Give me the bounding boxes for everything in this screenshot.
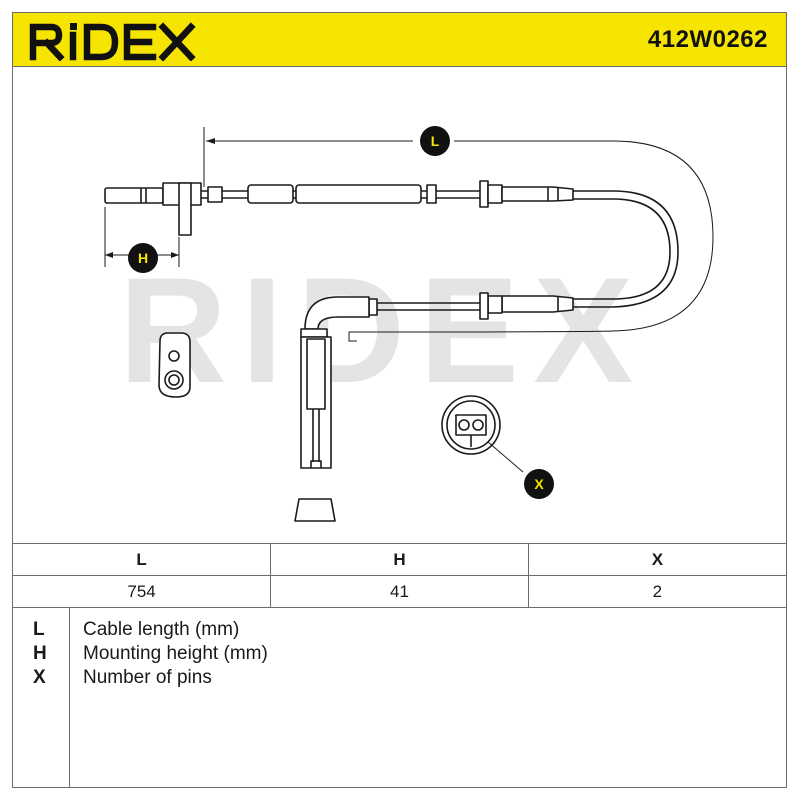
legend-divider bbox=[69, 607, 70, 787]
product-sheet: 412W0262 RIDEX bbox=[12, 12, 787, 788]
marker-x: X bbox=[524, 469, 554, 499]
spec-value-row: 754 41 2 bbox=[13, 575, 786, 608]
legend-key: H bbox=[33, 643, 47, 664]
col-header-l: L bbox=[13, 543, 272, 576]
marker-l: L bbox=[420, 126, 450, 156]
value-h: 41 bbox=[270, 575, 529, 608]
value-l: 754 bbox=[13, 575, 272, 608]
value-x: 2 bbox=[528, 575, 786, 608]
watermark: RIDEX bbox=[119, 246, 647, 414]
technical-drawing: RIDEX bbox=[104, 126, 714, 522]
legend-key: X bbox=[33, 667, 46, 688]
legend-row: H Mounting height (mm) bbox=[13, 643, 786, 667]
legend-row: L Cable length (mm) bbox=[13, 619, 786, 643]
cable-grommet-2 bbox=[295, 184, 422, 204]
col-header-h: H bbox=[270, 543, 529, 576]
svg-text:H: H bbox=[138, 250, 148, 266]
ridex-logo bbox=[29, 22, 196, 61]
header-bar: 412W0262 bbox=[13, 13, 786, 67]
legend: L Cable length (mm) H Mounting height (m… bbox=[13, 607, 786, 787]
legend-description: Cable length (mm) bbox=[83, 619, 240, 640]
marker-h: H bbox=[128, 243, 158, 273]
svg-text:X: X bbox=[534, 476, 544, 492]
svg-text:L: L bbox=[431, 133, 440, 149]
cable-grommet-1 bbox=[247, 184, 294, 204]
legend-description: Number of pins bbox=[83, 667, 212, 688]
legend-row: X Number of pins bbox=[13, 667, 786, 691]
spec-header-row: L H X bbox=[13, 543, 786, 576]
part-number: 412W0262 bbox=[647, 26, 768, 53]
col-header-x: X bbox=[528, 543, 786, 576]
legend-description: Mounting height (mm) bbox=[83, 643, 268, 664]
legend-key: L bbox=[33, 619, 45, 640]
spec-table: L H X 754 41 2 bbox=[13, 543, 786, 608]
sensor-head bbox=[104, 187, 164, 204]
